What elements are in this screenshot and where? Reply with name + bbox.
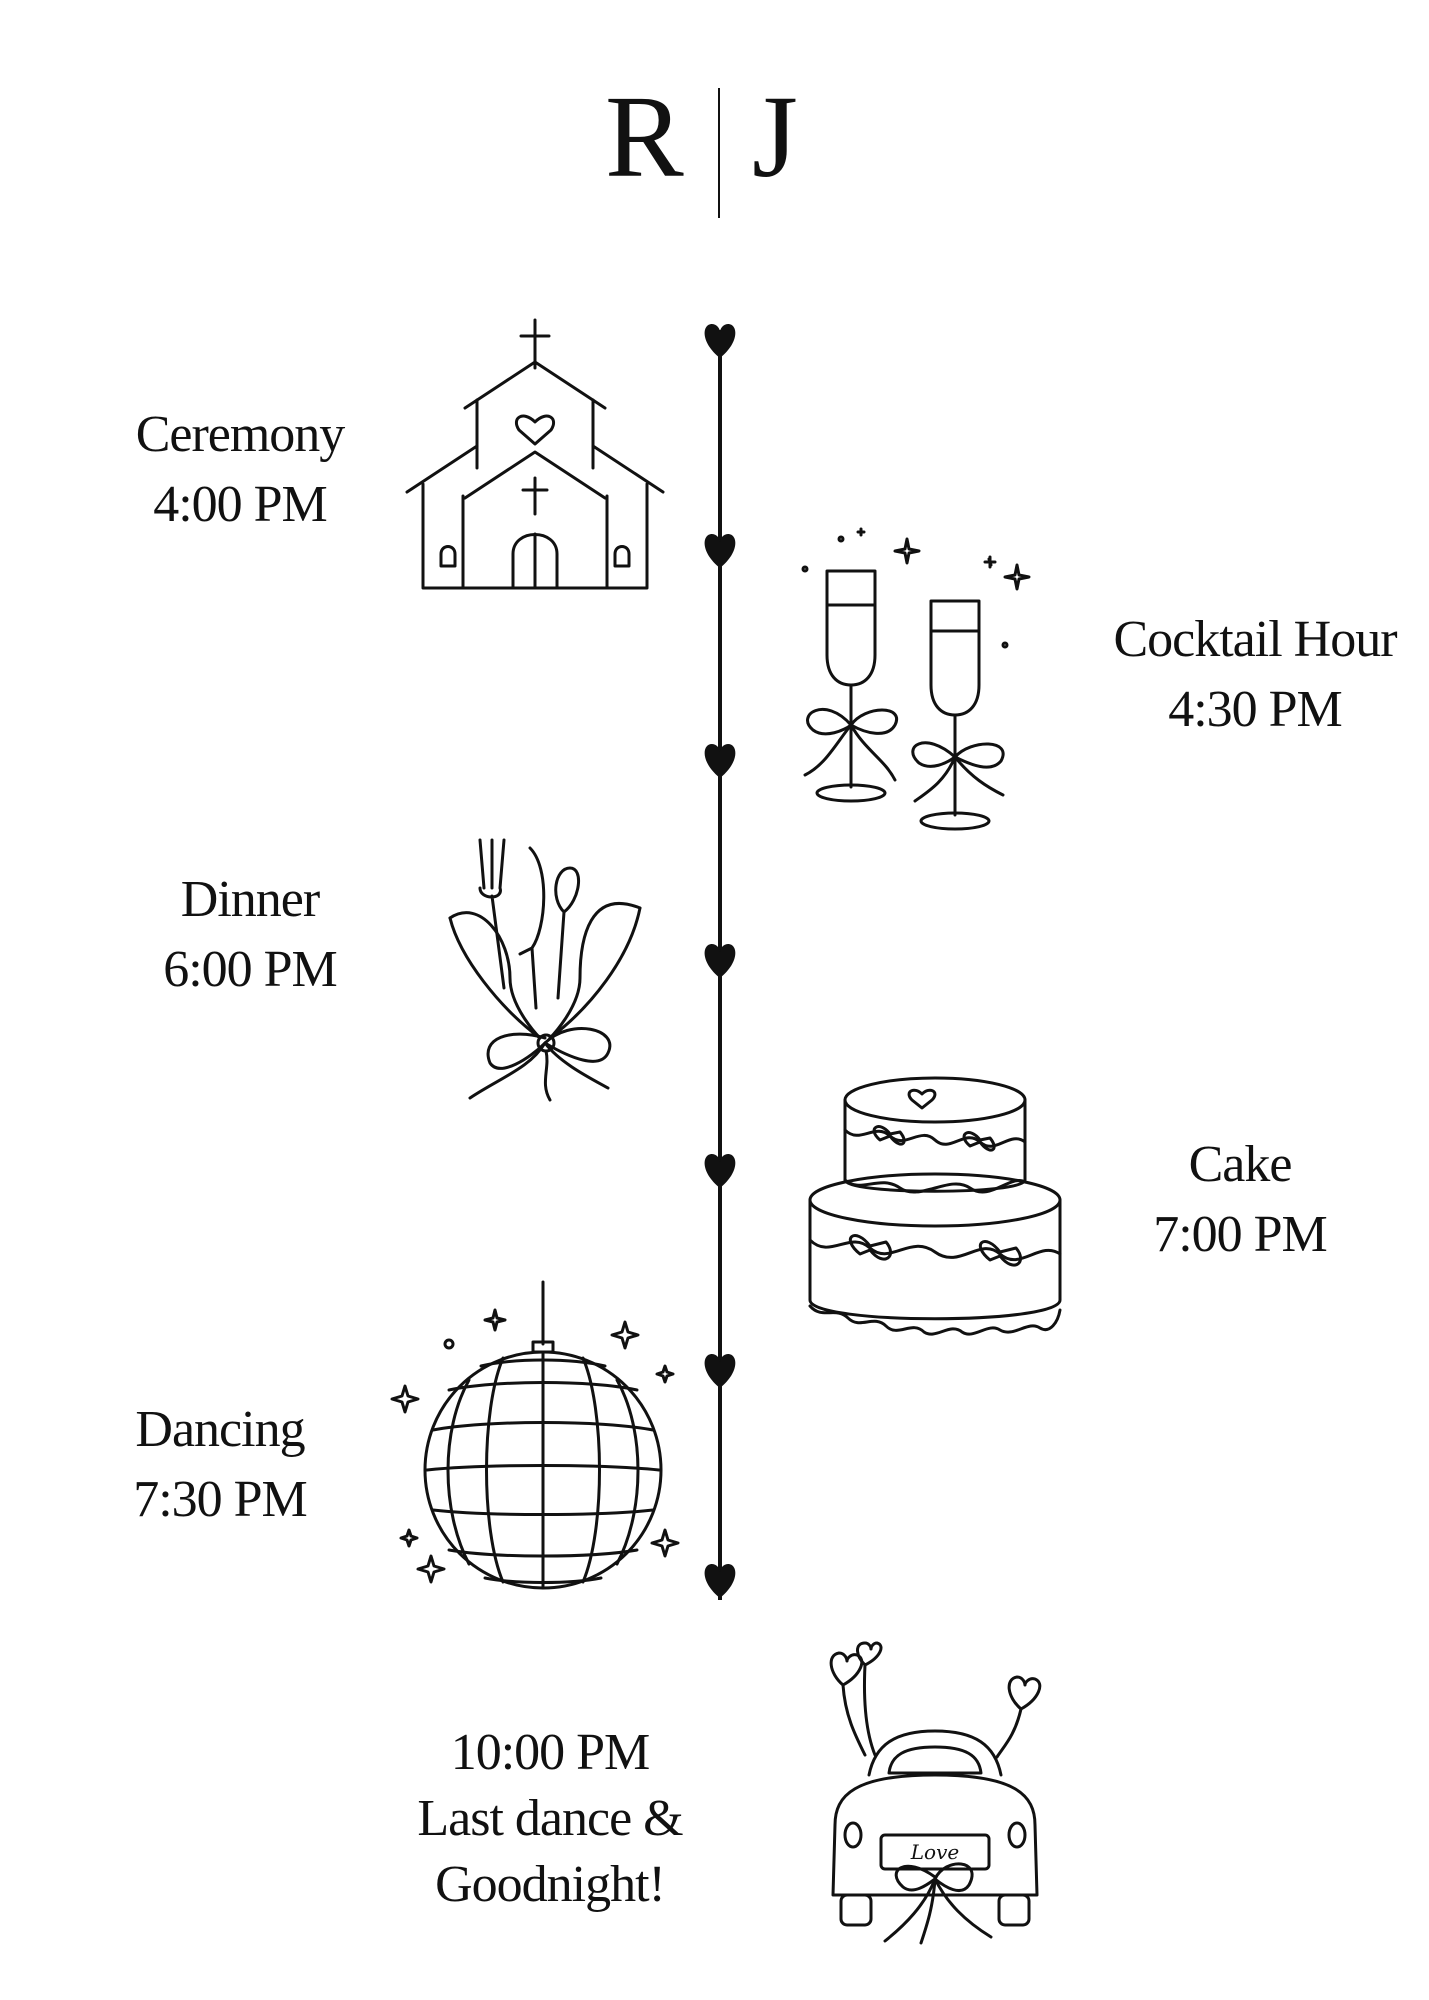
heart-icon <box>704 324 736 358</box>
car-love-text: Love <box>910 1840 959 1864</box>
finale-line-2: Goodnight! <box>435 1856 666 1913</box>
event-time: 7:00 PM <box>1153 1206 1328 1263</box>
cutlery-napkin-icon <box>440 838 650 1108</box>
event-cocktail-hour: Cocktail Hour 4:30 PM <box>1090 605 1420 745</box>
event-name: Dinner <box>180 871 320 928</box>
event-time: 7:30 PM <box>133 1471 308 1528</box>
timeline <box>704 324 736 1620</box>
monogram-divider <box>718 88 720 218</box>
event-name: Ceremony <box>135 406 346 463</box>
event-time: 4:30 PM <box>1168 681 1343 738</box>
event-cake: Cake 7:00 PM <box>1125 1130 1355 1270</box>
finale-time: 10:00 PM <box>450 1724 651 1781</box>
heart-icon <box>704 1564 736 1598</box>
event-dinner: Dinner 6:00 PM <box>120 865 380 1005</box>
heart-icon <box>704 534 736 568</box>
heart-icon <box>704 1354 736 1388</box>
heart-icon <box>704 744 736 778</box>
event-name: Dancing <box>135 1401 305 1458</box>
monogram-left: R <box>605 71 684 202</box>
event-time: 6:00 PM <box>163 941 338 998</box>
event-name: Cocktail Hour <box>1113 611 1397 668</box>
heart-icon <box>704 1154 736 1188</box>
finale-line-1: Last dance & <box>417 1790 683 1847</box>
event-dancing: Dancing 7:30 PM <box>100 1395 340 1535</box>
event-time: 4:00 PM <box>153 476 328 533</box>
event-ceremony: Ceremony 4:00 PM <box>110 400 370 540</box>
champagne-glasses-icon <box>795 525 1035 835</box>
timeline-hearts <box>704 324 736 1598</box>
event-name: Cake <box>1188 1136 1293 1193</box>
church-icon <box>405 318 665 590</box>
monogram-right: J <box>752 71 798 202</box>
event-finale: 10:00 PM Last dance & Goodnight! <box>380 1720 720 1918</box>
heart-icon <box>704 944 736 978</box>
disco-ball-icon <box>385 1280 685 1590</box>
getaway-car-icon: Love <box>815 1645 1055 1945</box>
wedding-cake-icon <box>800 1070 1070 1340</box>
